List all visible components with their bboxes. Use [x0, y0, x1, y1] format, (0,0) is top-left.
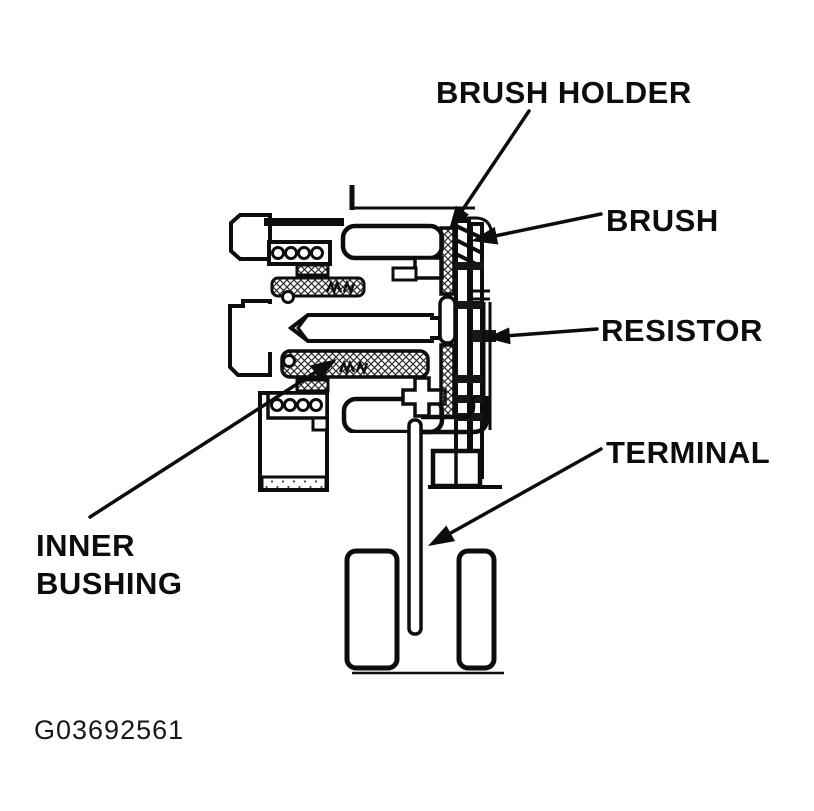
commutator-bar-upper — [439, 226, 456, 296]
shaft-chevron — [296, 314, 310, 342]
callout-line-brush-holder — [453, 109, 531, 223]
upper-step-2 — [391, 266, 418, 282]
armature-shaft — [263, 295, 457, 352]
bushing-band-lower — [280, 349, 430, 379]
block-foot — [260, 475, 328, 492]
middle-flange — [228, 299, 272, 377]
callout-line-terminal — [438, 447, 603, 541]
wire-elbow-inner — [421, 396, 476, 420]
label-inner-bushing-line2: BUSHING — [36, 566, 182, 601]
callout-terminal: TERMINAL — [428, 435, 770, 546]
upper-housing-details — [264, 185, 475, 304]
connector-slot-right — [456, 548, 497, 671]
bushing-ring-upper — [281, 290, 295, 304]
label-brush: BRUSH — [606, 203, 719, 238]
label-resistor: RESISTOR — [601, 313, 763, 348]
cap-bridge — [469, 289, 490, 301]
callout-brush: BRUSH — [471, 203, 719, 245]
commutator-bar-lower — [439, 343, 456, 419]
neck-clearance — [335, 433, 407, 457]
knurl-mark-upper — [325, 279, 356, 296]
callout-line-inner-bushing — [88, 366, 324, 519]
left-flanges — [228, 213, 272, 377]
arrowhead-resistor — [486, 327, 511, 345]
lower-housing-details — [258, 349, 447, 492]
callout-line-brush — [488, 212, 603, 239]
shaft-bearing — [438, 295, 457, 345]
arrowhead-inner-bushing — [310, 359, 337, 381]
block-notch — [311, 416, 329, 432]
connector-slot-left — [344, 548, 400, 671]
coil-spring-upper — [271, 246, 324, 260]
arrowhead-brush-holder — [449, 205, 469, 230]
label-terminal: TERMINAL — [606, 435, 770, 470]
terminal-pin — [407, 418, 423, 636]
shaft — [287, 313, 442, 343]
figure-id: G03692561 — [34, 715, 184, 745]
upper-winding-slot — [340, 223, 445, 261]
callout-resistor: RESISTOR — [486, 313, 763, 348]
terminal-assembly — [344, 396, 504, 675]
cap-inner-corner — [456, 216, 493, 231]
knurl-mark-lower — [338, 359, 369, 376]
bushing-ring-lower — [282, 354, 296, 368]
callouts: BRUSH HOLDER BRUSH RESISTOR TERMINAL INN… — [36, 75, 770, 601]
callout-line-resistor — [503, 327, 599, 338]
callout-brush-holder: BRUSH HOLDER — [436, 75, 692, 230]
label-brush-holder: BRUSH HOLDER — [436, 75, 692, 110]
coil-spring-lower — [270, 398, 323, 412]
wire-elbow-outer — [421, 396, 490, 435]
arrowhead-terminal — [428, 525, 456, 546]
upper-step-1 — [413, 256, 444, 280]
label-inner-bushing-line1: INNER — [36, 528, 135, 563]
callout-inner-bushing: INNER BUSHING — [36, 359, 337, 601]
hatch-step-upper — [295, 263, 330, 277]
cap-inner-wall — [482, 302, 492, 430]
arrowhead-brush — [471, 226, 499, 245]
